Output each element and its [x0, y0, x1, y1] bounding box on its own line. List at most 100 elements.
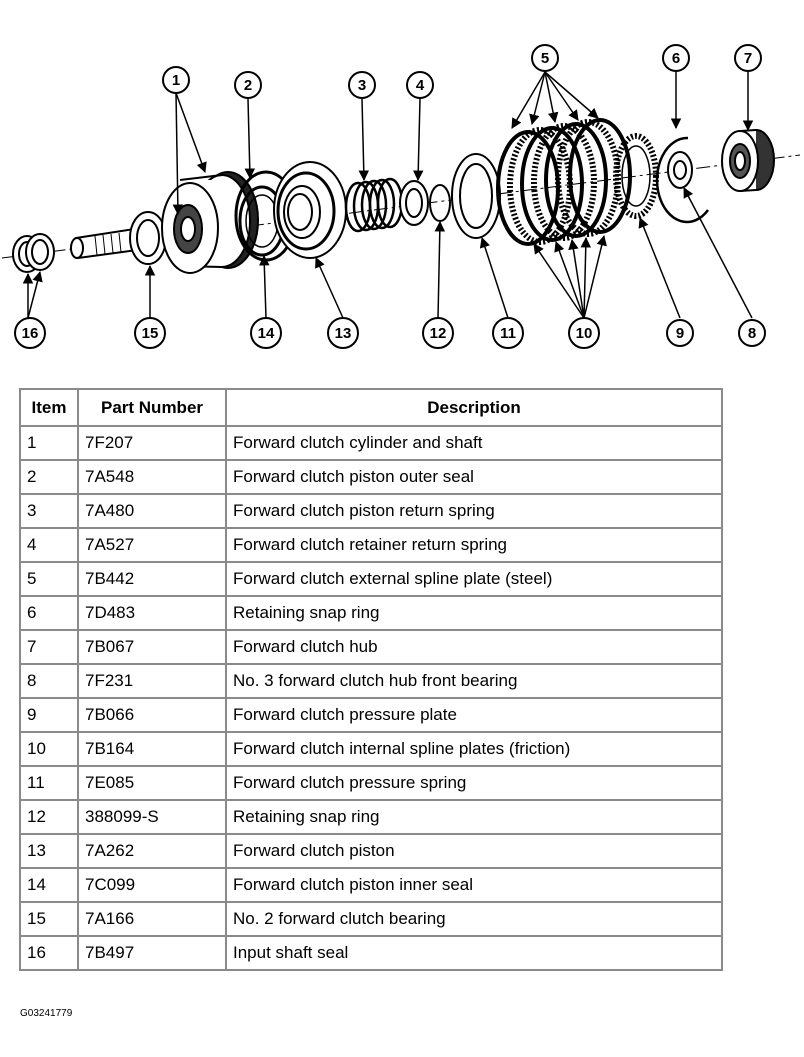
- cell-part-number: 7B066: [77, 697, 227, 733]
- svg-text:3: 3: [358, 77, 366, 94]
- callout-11: 11: [492, 317, 524, 349]
- cell-item: 1: [19, 425, 79, 461]
- cell-description: Forward clutch piston inner seal: [225, 867, 723, 903]
- part-5-10-clutch-pack: [496, 118, 632, 246]
- cell-item: 15: [19, 901, 79, 937]
- cell-item: 7: [19, 629, 79, 665]
- cell-item: 12: [19, 799, 79, 835]
- part-11-pressure-spring: [451, 153, 501, 239]
- cell-item: 13: [19, 833, 79, 869]
- cell-part-number: 7A527: [77, 527, 227, 563]
- part-6-snap-ring: [655, 136, 710, 224]
- part-13-piston: [273, 161, 347, 259]
- cell-description: Forward clutch piston return spring: [225, 493, 723, 529]
- svg-text:7: 7: [744, 50, 752, 67]
- svg-text:10: 10: [576, 325, 593, 342]
- cell-part-number: 7B164: [77, 731, 227, 767]
- svg-text:8: 8: [748, 325, 756, 342]
- part-16-seals: [12, 233, 55, 273]
- cell-item: 3: [19, 493, 79, 529]
- cell-description: Forward clutch internal spline plates (f…: [225, 731, 723, 767]
- cell-description: Forward clutch hub: [225, 629, 723, 665]
- callout-12: 12: [422, 317, 454, 349]
- callout-5: 5: [531, 44, 559, 72]
- callout-15: 15: [134, 317, 166, 349]
- cell-item: 4: [19, 527, 79, 563]
- cell-description: Retaining snap ring: [225, 595, 723, 631]
- cell-item: 10: [19, 731, 79, 767]
- cell-description: Forward clutch retainer return spring: [225, 527, 723, 563]
- cell-part-number: 7A166: [77, 901, 227, 937]
- header-part-number: Part Number: [77, 388, 227, 427]
- callout-3: 3: [348, 71, 376, 99]
- callout-10: 10: [568, 317, 600, 349]
- svg-text:13: 13: [335, 325, 352, 342]
- cell-item: 8: [19, 663, 79, 699]
- part-4-retainer: [399, 180, 429, 226]
- cell-part-number: 7A480: [77, 493, 227, 529]
- callout-4: 4: [406, 71, 434, 99]
- cell-description: Forward clutch piston: [225, 833, 723, 869]
- exploded-view-diagram: 1 2 3 4 5 6 7 8 9 10 11 12: [0, 0, 804, 370]
- table-header-row: Item Part Number Description: [19, 388, 723, 427]
- callout-16: 16: [14, 317, 46, 349]
- cell-description: Forward clutch external spline plate (st…: [225, 561, 723, 597]
- cell-item: 16: [19, 935, 79, 971]
- part-12-snap-ring: [429, 184, 451, 222]
- svg-text:4: 4: [416, 77, 425, 94]
- cell-part-number: 7A548: [77, 459, 227, 495]
- cell-part-number: 7D483: [77, 595, 227, 631]
- svg-text:14: 14: [258, 325, 275, 342]
- figure-code: G03241779: [20, 1008, 73, 1019]
- cell-item: 5: [19, 561, 79, 597]
- callout-2: 2: [234, 71, 262, 99]
- cell-description: Input shaft seal: [225, 935, 723, 971]
- svg-text:1: 1: [172, 72, 180, 89]
- svg-text:12: 12: [430, 325, 447, 342]
- callout-6: 6: [662, 44, 690, 72]
- callout-7: 7: [734, 44, 762, 72]
- callout-13: 13: [327, 317, 359, 349]
- cell-item: 9: [19, 697, 79, 733]
- cell-part-number: 7B442: [77, 561, 227, 597]
- cell-part-number: 388099-S: [77, 799, 227, 835]
- cell-part-number: 7A262: [77, 833, 227, 869]
- svg-text:16: 16: [22, 325, 39, 342]
- part-15-bearing: [129, 211, 167, 265]
- cell-description: Forward clutch piston outer seal: [225, 459, 723, 495]
- callout-9: 9: [666, 319, 694, 347]
- svg-text:5: 5: [541, 50, 549, 67]
- callout-1: 1: [162, 66, 190, 94]
- svg-text:15: 15: [142, 325, 159, 342]
- cell-part-number: 7B067: [77, 629, 227, 665]
- svg-text:11: 11: [500, 325, 516, 342]
- cell-description: No. 3 forward clutch hub front bearing: [225, 663, 723, 699]
- part-3-return-spring: [344, 177, 404, 233]
- cell-item: 14: [19, 867, 79, 903]
- cell-part-number: 7C099: [77, 867, 227, 903]
- cell-part-number: 7F231: [77, 663, 227, 699]
- svg-text:6: 6: [672, 50, 680, 67]
- callout-8: 8: [738, 319, 766, 347]
- cell-part-number: 7F207: [77, 425, 227, 461]
- svg-text:2: 2: [244, 77, 252, 94]
- cell-part-number: 7E085: [77, 765, 227, 801]
- header-item: Item: [19, 388, 79, 427]
- callout-14: 14: [250, 317, 282, 349]
